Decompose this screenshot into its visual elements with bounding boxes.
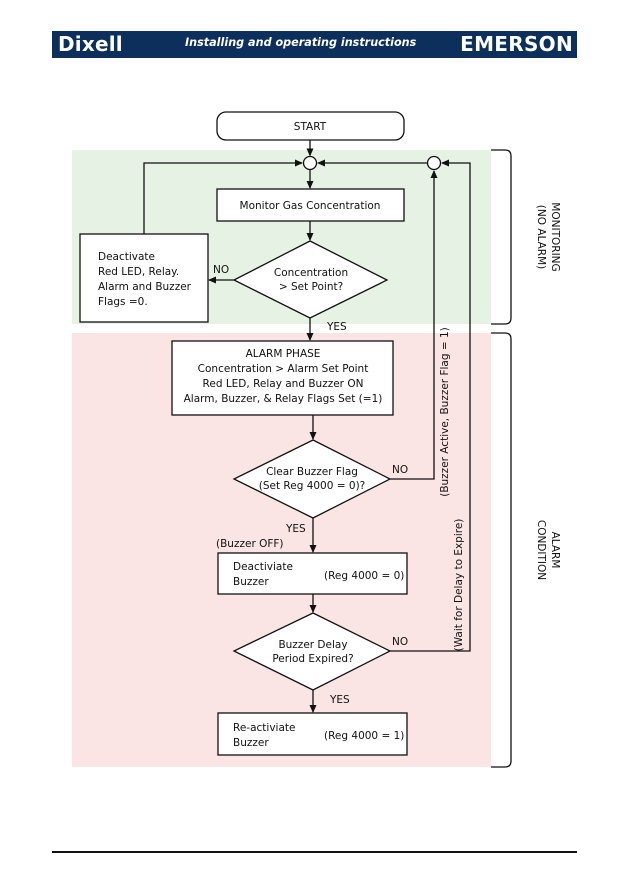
alarm-phase-line-2: Concentration > Alarm Set Point [198,363,369,375]
delay-line-2: Period Expired? [272,653,353,665]
condition-label: CONDITION [535,520,547,580]
clear-line-1: Clear Buzzer Flag [266,466,358,478]
reactivate-line-1: Re-activiate [233,722,295,734]
deactivate-buzzer-line-2: Buzzer [233,576,269,588]
reactivate-reg: (Reg 4000 = 1) [324,730,404,742]
alarm-brace [491,332,512,768]
arrow-delay-no-loop [390,159,471,652]
reactivate-line-2: Buzzer [233,737,269,749]
deactivate-box [79,233,209,323]
yes-label-2: YES [285,523,306,535]
deactivate-line-2: Red LED, Relay. [98,266,179,278]
deactivate-line-4: Flags =0. [98,296,148,308]
alarm-phase-box [171,340,394,416]
deactivate-buzzer-line-1: Deactiviate [233,561,293,573]
monitor-box [216,188,405,222]
no-label-2: NO [392,464,408,476]
header-title: Installing and operating instructions [185,36,417,49]
footer-rule [52,851,577,853]
delay-line-1: Buzzer Delay [278,639,347,651]
buzzer-off-label: (Buzzer OFF) [216,538,284,550]
monitoring-label: MONITORING [549,202,561,271]
start-label: START [294,121,327,133]
loop-label-wait-delay: (Wait for Delay to Expire) [453,519,465,652]
no-alarm-label: (NO ALARM) [535,205,547,269]
reactivate-box [217,712,408,756]
arrow-clear-no-loop [390,170,438,480]
alarm-phase-line-1: ALARM PHASE [246,348,321,360]
deactivate-line-3: Alarm and Buzzer [98,281,192,293]
alarm-phase-line-3: Red LED, Relay and Buzzer ON [203,378,364,390]
concentration-line-1: Concentration [274,267,348,279]
deactivate-reg: (Reg 4000 = 0) [324,570,404,582]
monitoring-brace [491,149,512,325]
no-label-3: NO [392,636,408,648]
junction-loop [426,155,442,171]
page-header: Dixell Installing and operating instruct… [52,31,577,58]
clear-line-2: (Set Reg 4000 = 0)? [259,480,366,492]
yes-label-3: YES [329,694,350,706]
no-label-1: NO [213,264,229,276]
deactivate-line-1: Deactivate [98,251,155,263]
alarm-label: ALARM [549,532,561,569]
emerson-logo: EMERSON [460,32,573,56]
concentration-line-2: > Set Point? [279,281,343,293]
alarm-phase-line-4: Alarm, Buzzer, & Relay Flags Set (=1) [184,393,383,405]
dixell-logo: Dixell [58,32,123,56]
monitor-label: Monitor Gas Concentration [240,200,381,212]
loop-label-buzzer-active: (Buzzer Active, Buzzer Flag = 1) [439,327,451,497]
arrow-deactivate-junction [143,159,303,234]
yes-label-1: YES [326,321,347,333]
junction-main [302,155,318,171]
